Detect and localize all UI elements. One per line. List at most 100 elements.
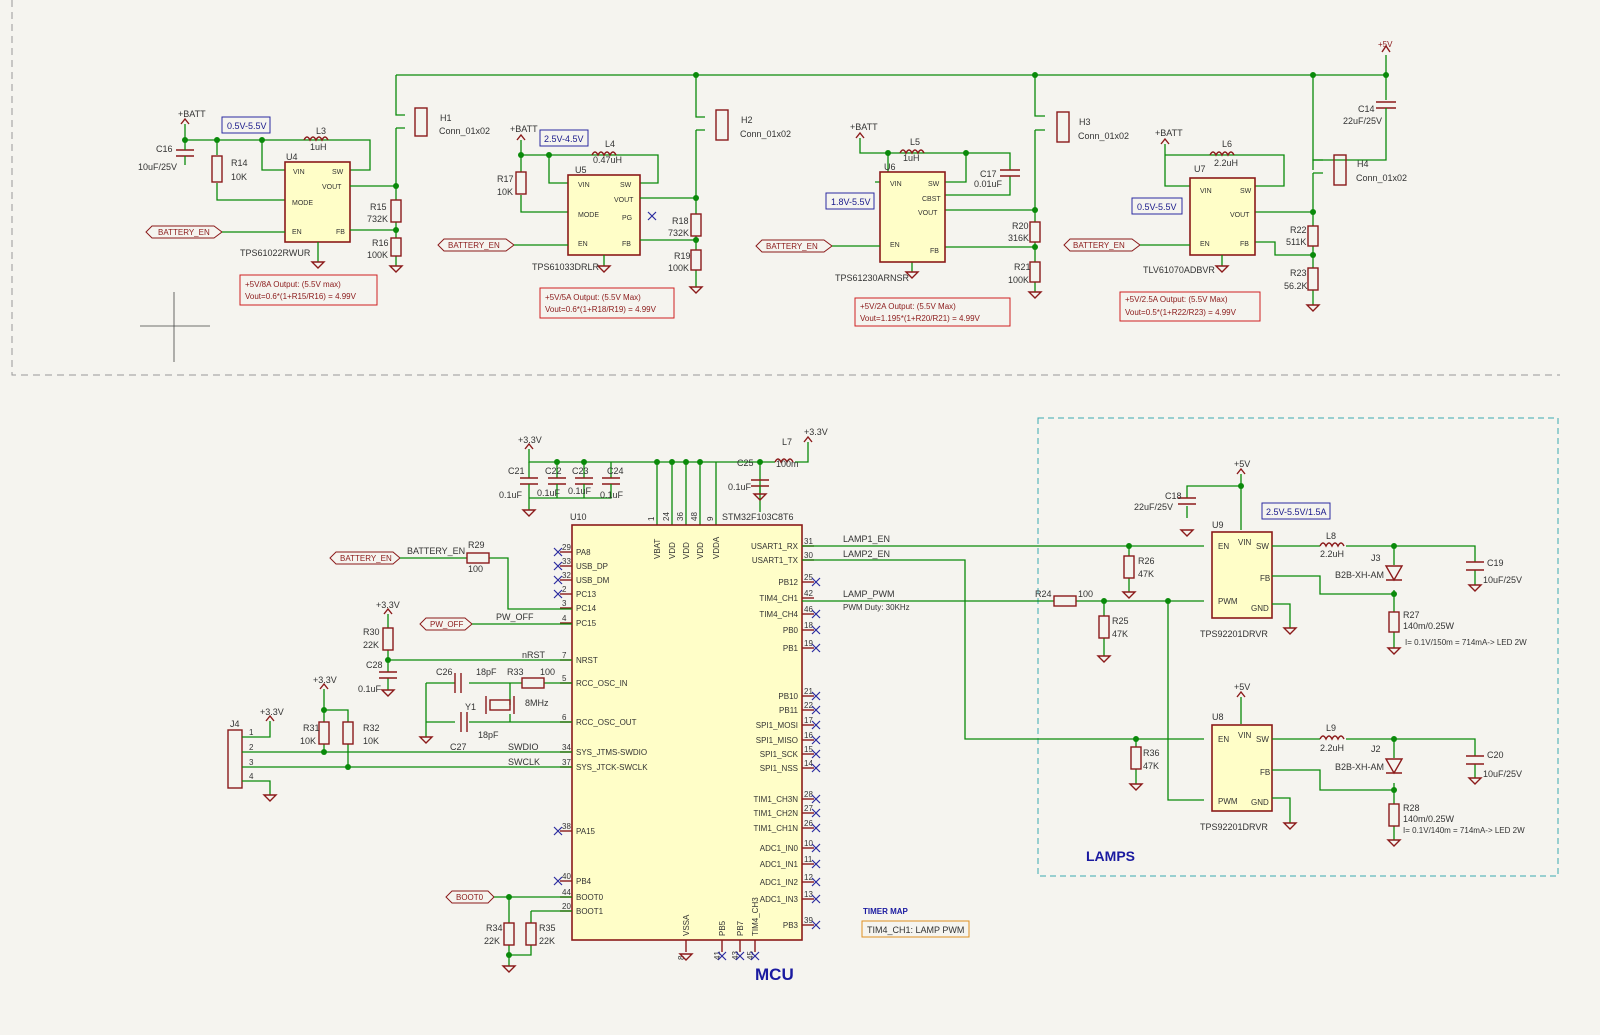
mcu-pin-label: PB3: [783, 921, 799, 930]
svg-text:0.1uF: 0.1uF: [728, 482, 752, 492]
svg-text:+3.3V: +3.3V: [804, 427, 828, 437]
svg-text:100K: 100K: [367, 250, 388, 260]
no-connect-marker: [717, 951, 727, 961]
lamps-section-frame: [1037, 417, 1559, 877]
svg-text:+BATT: +BATT: [178, 109, 206, 119]
svg-text:VIN: VIN: [1238, 538, 1252, 547]
no-connect-marker: [750, 951, 760, 961]
svg-text:SW: SW: [1240, 188, 1252, 195]
svg-text:511K: 511K: [1286, 237, 1306, 247]
svg-text:VOUT: VOUT: [918, 210, 938, 217]
svg-text:22K: 22K: [484, 936, 500, 946]
svg-text:C24: C24: [607, 466, 624, 476]
svg-text:C17: C17: [980, 169, 997, 179]
mcu-pin-number: 44: [562, 888, 571, 897]
mcu-pin-number: 48: [690, 512, 699, 521]
svg-text:4: 4: [249, 772, 254, 781]
mcu-pin-number: 42: [804, 589, 813, 598]
svg-text:+5V/8A Output: (5.5V max): +5V/8A Output: (5.5V max): [245, 280, 341, 289]
svg-text:100K: 100K: [668, 263, 689, 273]
svg-text:Y1: Y1: [465, 702, 476, 712]
svg-text:L7: L7: [782, 437, 792, 447]
svg-text:2.5V-5.5V/1.5A: 2.5V-5.5V/1.5A: [1266, 507, 1327, 517]
mcu-pin-label: PB12: [778, 578, 798, 587]
mcu-pin-label: TIM1_CH3N: [754, 795, 799, 804]
mcu-pin-number: 6: [562, 713, 567, 722]
mcu-pin-number: 15: [804, 745, 813, 754]
svg-text:R32: R32: [363, 723, 380, 733]
svg-text:R27: R27: [1403, 610, 1420, 620]
svg-text:SW: SW: [1256, 542, 1269, 551]
svg-text:+BATT: +BATT: [850, 122, 878, 132]
mcu-pin-label: PC15: [576, 619, 597, 628]
mcu-pin-label: PB1: [783, 644, 799, 653]
svg-text:L3: L3: [316, 126, 326, 136]
svg-text:EN: EN: [1218, 735, 1229, 744]
no-connect-marker: [811, 625, 821, 635]
mcu-pin-number: 39: [804, 916, 813, 925]
svg-text:FB: FB: [1240, 241, 1249, 248]
mcu-pin-label: VDDA: [712, 536, 721, 559]
battery-en-flag-1: BATTERY_EN: [145, 225, 285, 239]
svg-text:R25: R25: [1112, 616, 1129, 626]
mcu-title: MCU: [755, 965, 794, 984]
svg-text:R35: R35: [539, 923, 556, 933]
mcu-pin-number: 1: [647, 516, 656, 521]
svg-text:U10: U10: [570, 512, 587, 522]
no-connect-marker: [811, 720, 821, 730]
svg-text:BATTERY_EN: BATTERY_EN: [1073, 241, 1125, 250]
svg-text:J3: J3: [1371, 553, 1381, 563]
svg-text:R33: R33: [507, 667, 524, 677]
svg-text:Conn_01x02: Conn_01x02: [1356, 173, 1407, 183]
svg-text:+BATT: +BATT: [510, 124, 538, 134]
svg-text:R21: R21: [1014, 262, 1031, 272]
svg-text:BATTERY_EN: BATTERY_EN: [448, 241, 500, 250]
mcu-pin-label: SPI1_SCK: [760, 750, 799, 759]
mcu-pin-number: 3: [562, 599, 567, 608]
no-connect-marker: [811, 808, 821, 818]
mcu-pin-number: 32: [562, 571, 571, 580]
svg-text:PWM: PWM: [1218, 597, 1238, 606]
mcu-pin-label: USART1_RX: [751, 542, 799, 551]
svg-text:3: 3: [249, 758, 254, 767]
svg-text:TPS92201DRVR: TPS92201DRVR: [1200, 629, 1268, 639]
mcu-pin-label: VBAT: [653, 539, 662, 559]
svg-text:22uF/25V: 22uF/25V: [1134, 502, 1173, 512]
c14-cap: [1376, 101, 1396, 120]
svg-text:+3.3V: +3.3V: [313, 675, 337, 685]
svg-text:R24: R24: [1035, 589, 1052, 599]
mcu-pin-label: TIM4_CH4: [759, 610, 798, 619]
svg-text:+5V/5A Output: (5.5V Max): +5V/5A Output: (5.5V Max): [545, 293, 641, 302]
mcu-pin-label: TIM4_CH3: [751, 897, 760, 936]
svg-text:316K: 316K: [1008, 233, 1029, 243]
svg-text:U9: U9: [1212, 520, 1224, 530]
svg-text:22K: 22K: [363, 640, 379, 650]
svg-text:B2B-XH-AM: B2B-XH-AM: [1335, 762, 1384, 772]
svg-text:Conn_01x02: Conn_01x02: [1078, 131, 1129, 141]
no-connect-marker: [811, 705, 821, 715]
svg-text:C20: C20: [1487, 750, 1504, 760]
timer-map-entry: TIM4_CH1: LAMP PWM: [867, 925, 964, 935]
svg-text:732K: 732K: [367, 214, 388, 224]
svg-text:FB: FB: [1260, 574, 1270, 583]
mcu-pin-label: PA8: [576, 548, 591, 557]
mcu-pin-number: 46: [804, 605, 813, 614]
svg-text:VIN: VIN: [1200, 188, 1212, 195]
mcu-pin-number: 26: [804, 819, 813, 828]
mcu-pin-number: 19: [804, 639, 813, 648]
mcu-pin-label: SPI1_NSS: [760, 764, 798, 773]
no-connect-marker: [811, 749, 821, 759]
mcu-pin-label: TIM1_CH1N: [754, 824, 799, 833]
svg-text:+5V: +5V: [1234, 682, 1250, 692]
svg-text:L8: L8: [1326, 531, 1336, 541]
svg-text:SW: SW: [620, 182, 632, 189]
svg-text:EN: EN: [1218, 542, 1229, 551]
svg-text:R34: R34: [486, 923, 503, 933]
svg-text:+BATT: +BATT: [1155, 128, 1183, 138]
svg-text:Vout=0.6*(1+R18/R19) = 4.99V: Vout=0.6*(1+R18/R19) = 4.99V: [545, 305, 657, 314]
svg-text:10uF/25V: 10uF/25V: [1483, 769, 1522, 779]
mcu-pin-label: SYS_JTMS-SWDIO: [576, 748, 647, 757]
mcu-pin-number: 7: [562, 651, 567, 660]
